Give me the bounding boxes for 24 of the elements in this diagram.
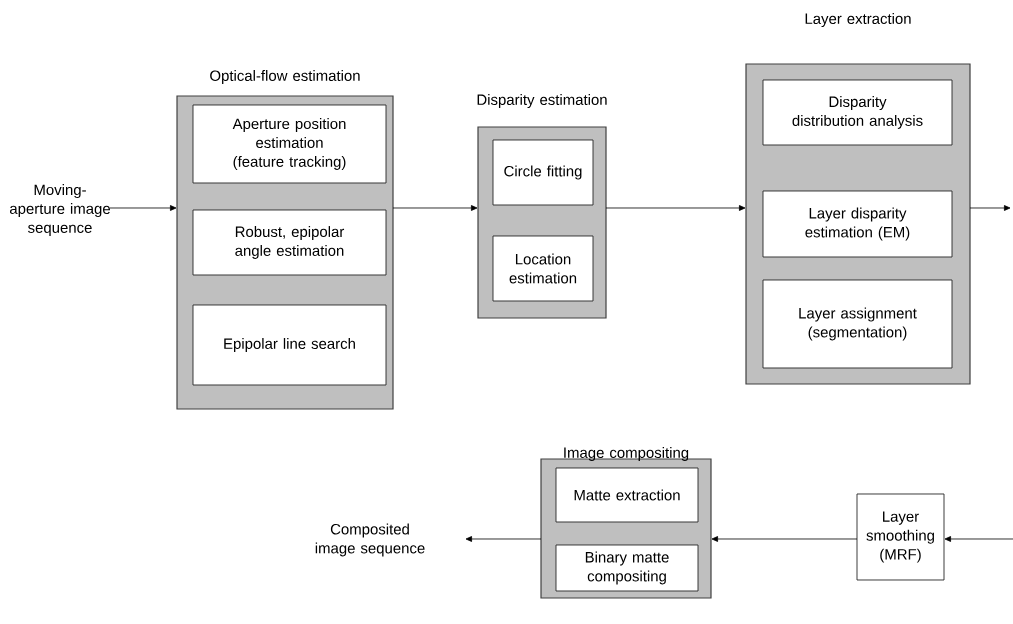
panel-heading: Disparity estimation [477,94,607,108]
text-label: Moving-aperture image sequence [10,184,110,236]
process-box: Layer smoothing (MRF) [856,493,945,581]
process-box: Aperture position estimation (feature tracking) [192,104,387,184]
process-box: Disparity distribution analysis [762,79,953,146]
process-box: Matte extraction [555,467,699,523]
process-box: Binary matte compositing [555,544,699,592]
arrow [109,205,177,211]
process-box: Circle fitting [492,139,594,206]
arrow [605,205,746,211]
arrow [392,205,478,211]
arrow [711,536,858,542]
process-box: Layer assignment (segmentation) [762,279,953,369]
process-box: Location estimation [492,235,594,302]
text-label: Composited image sequence [315,523,425,557]
panel-heading: Optical-flow estimation [210,70,360,84]
arrow [944,536,1013,542]
arrow [465,536,542,542]
panel-heading: Image compositing [564,447,689,461]
arrow [969,205,1011,211]
process-box: Epipolar line search [192,304,387,386]
panel-heading: Layer extraction [805,13,911,27]
process-box: Robust, epipolar angle estimation [192,209,387,276]
process-box: Layer disparity estimation (EM) [762,190,953,258]
